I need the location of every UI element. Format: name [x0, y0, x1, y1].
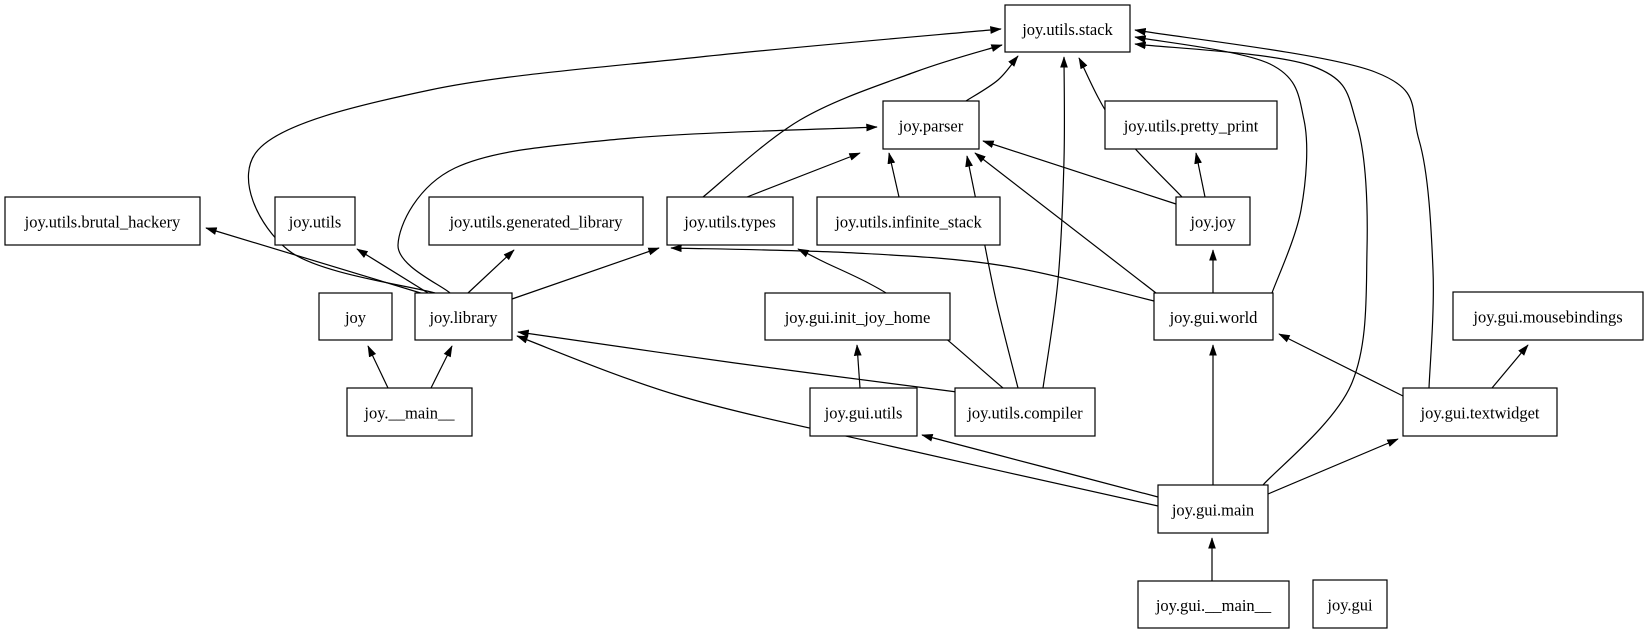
node-label-stack: joy.utils.stack — [1021, 20, 1113, 39]
edge-textwidget-to-stack — [1134, 27, 1434, 389]
edge-world-to-parser — [974, 152, 1157, 294]
node-label-library: joy.library — [428, 308, 498, 327]
node-generated-library: joy.utils.generated_library — [428, 196, 644, 246]
edge-infinite-stack-to-parser — [887, 152, 900, 198]
edge-library-to-stack — [247, 26, 1002, 294]
edge-library-to-types — [511, 247, 660, 300]
node-library: joy.library — [414, 292, 513, 341]
node-infinite-stack: joy.utils.infinite_stack — [816, 196, 1001, 246]
node-label-infinite-stack: joy.utils.infinite_stack — [834, 213, 982, 232]
node-box-pretty-print — [1104, 100, 1278, 150]
node-compiler: joy.utils.compiler — [954, 387, 1096, 437]
edge-compiler-to-stack — [1042, 56, 1068, 389]
node-label-generated-library: joy.utils.generated_library — [448, 213, 623, 232]
node-world: joy.gui.world — [1153, 292, 1274, 341]
node-label-init-joy-home: joy.gui.init_joy_home — [784, 308, 931, 327]
node-gui: joy.gui — [1312, 579, 1388, 629]
node-gui-utils: joy.gui.utils — [809, 387, 918, 437]
node-box-gui-main-dunder — [1137, 580, 1290, 629]
node-utils: joy.utils — [274, 196, 356, 246]
node-box-main-dunder — [346, 387, 473, 437]
node-gui-main-dunder: joy.gui.__main__ — [1137, 580, 1290, 629]
node-box-library — [414, 292, 513, 341]
node-box-utils — [274, 196, 356, 246]
nodes-layer: joy.utils.stack joy.parser joy.utils.prett… — [4, 4, 1644, 629]
node-joy: joy — [318, 292, 393, 341]
node-pretty-print: joy.utils.pretty_print — [1104, 100, 1278, 150]
edge-world-to-types — [670, 244, 1155, 302]
node-box-brutal-hackery — [4, 196, 201, 246]
node-joy-joy: joy.joy — [1175, 196, 1251, 246]
node-label-mousebindings: joy.gui.mousebindings — [1472, 308, 1622, 327]
node-label-brutal-hackery: joy.utils.brutal_hackery — [24, 213, 181, 232]
node-textwidget: joy.gui.textwidget — [1402, 387, 1558, 437]
edge-textwidget-to-mousebindings — [1491, 344, 1529, 389]
node-label-gui-main: joy.gui.main — [1171, 501, 1254, 520]
edge-joy-joy-to-pretty-print — [1194, 152, 1206, 198]
node-label-types: joy.utils.types — [683, 213, 776, 232]
edge-world-to-stack — [1134, 35, 1308, 294]
edge-library-to-parser — [397, 123, 878, 294]
edge-library-to-utils — [356, 248, 429, 294]
node-types: joy.utils.types — [666, 196, 794, 246]
node-init-joy-home: joy.gui.init_joy_home — [764, 292, 951, 341]
edge-textwidget-to-world — [1278, 333, 1404, 397]
node-label-gui-main-dunder: joy.gui.__main__ — [1155, 596, 1272, 615]
node-label-gui: joy.gui — [1326, 596, 1373, 615]
node-box-joy-joy — [1175, 196, 1251, 246]
node-label-joy-joy: joy.joy — [1189, 213, 1236, 232]
edge-types-to-parser — [746, 152, 861, 198]
node-gui-main: joy.gui.main — [1157, 484, 1269, 534]
node-label-pretty-print: joy.utils.pretty_print — [1123, 117, 1259, 136]
node-label-joy: joy — [344, 308, 367, 327]
edge-library-to-generated-library — [467, 249, 515, 294]
edge-gui-main-to-library — [516, 335, 1159, 507]
node-label-main-dunder: joy.__main__ — [363, 404, 455, 423]
edge-gui-utils-to-init-joy-home — [853, 344, 862, 389]
edge-main-dunder-to-joy — [367, 345, 389, 389]
node-stack: joy.utils.stack — [1004, 4, 1131, 53]
edge-gui-main-to-gui-utils — [921, 433, 1159, 498]
node-box-types — [666, 196, 794, 246]
node-box-init-joy-home — [764, 292, 951, 341]
node-label-world: joy.gui.world — [1169, 308, 1259, 327]
node-parser: joy.parser — [882, 100, 980, 150]
edge-main-dunder-to-library — [430, 345, 453, 389]
node-box-parser — [882, 100, 980, 150]
edge-gui-main-to-stack — [1134, 41, 1368, 486]
node-brutal-hackery: joy.utils.brutal_hackery — [4, 196, 201, 246]
edge-parser-to-stack — [965, 55, 1019, 102]
node-box-world — [1153, 292, 1274, 341]
edge-compiler-to-types — [797, 248, 1004, 389]
node-box-gui-utils — [809, 387, 918, 437]
node-main-dunder: joy.__main__ — [346, 387, 473, 437]
node-box-generated-library — [428, 196, 644, 246]
node-box-joy — [318, 292, 393, 341]
edge-compiler-to-library — [517, 329, 958, 393]
node-label-compiler: joy.utils.compiler — [966, 404, 1083, 423]
node-mousebindings: joy.gui.mousebindings — [1452, 291, 1644, 341]
node-box-mousebindings — [1452, 291, 1644, 341]
node-box-infinite-stack — [816, 196, 1001, 246]
node-box-compiler — [954, 387, 1096, 437]
node-box-textwidget — [1402, 387, 1558, 437]
node-label-utils: joy.utils — [288, 213, 342, 232]
edge-joy-joy-to-parser — [982, 140, 1177, 205]
edge-gui-main-to-textwidget — [1267, 438, 1399, 495]
node-label-textwidget: joy.gui.textwidget — [1420, 404, 1540, 423]
edge-types-to-stack — [702, 44, 1003, 198]
node-box-stack — [1004, 4, 1131, 53]
node-box-gui — [1312, 579, 1388, 629]
node-box-gui-main — [1157, 484, 1269, 534]
node-label-parser: joy.parser — [898, 117, 964, 136]
node-label-gui-utils: joy.gui.utils — [824, 404, 903, 423]
edge-compiler-to-parser — [965, 155, 1019, 389]
